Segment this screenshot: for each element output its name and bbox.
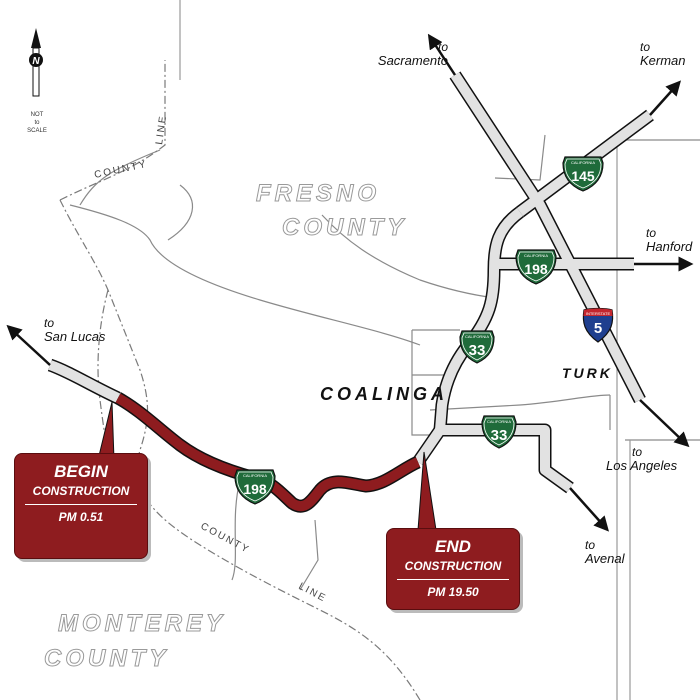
arrow-san-lucas bbox=[6, 324, 51, 366]
shield-i5: INTERSTATE 5 bbox=[582, 307, 614, 343]
shield-number: 145 bbox=[571, 168, 595, 184]
destination-los-angeles: to Los Angeles bbox=[606, 445, 677, 473]
highways-fill bbox=[48, 72, 653, 493]
county-line-label-north-1: COUNTY bbox=[93, 159, 148, 181]
county-line bbox=[59, 60, 421, 700]
begin-title: BEGIN bbox=[54, 462, 108, 481]
shield-number: 5 bbox=[594, 320, 602, 337]
fresno-county-label-1: FRESNO bbox=[255, 180, 381, 208]
sr198-connector bbox=[413, 427, 445, 465]
shield-number: 33 bbox=[469, 342, 486, 359]
scale-note-2: to bbox=[34, 120, 40, 126]
end-postmile: PM 19.50 bbox=[427, 585, 479, 599]
destination-to: to bbox=[585, 538, 596, 552]
county-line-label-south-1: COUNTY bbox=[199, 521, 252, 556]
shield-caption: CALIFORNIA bbox=[571, 160, 595, 165]
county-line-label-south-2: LINE bbox=[297, 581, 329, 605]
destination-san-lucas: to San Lucas bbox=[44, 316, 105, 344]
destination-to: to bbox=[640, 40, 651, 54]
begin-postmile: PM 0.51 bbox=[58, 510, 104, 524]
arrow-sacramento bbox=[427, 33, 457, 76]
shield-caption: CALIFORNIA bbox=[465, 334, 489, 339]
place-label-turk: TURK bbox=[562, 365, 613, 381]
destination-hanford: to Hanford bbox=[646, 226, 692, 254]
end-construction-callout: END CONSTRUCTION PM 19.50 bbox=[386, 528, 520, 610]
destination-name: Hanford bbox=[646, 239, 693, 254]
callout-divider bbox=[25, 504, 137, 505]
monterey-county-label-2: COUNTY bbox=[43, 645, 170, 673]
destination-sacramento: to Sacramento bbox=[366, 40, 448, 68]
destination-avenal: to Avenal bbox=[585, 538, 625, 566]
scale-note-3: SCALE bbox=[27, 128, 47, 134]
arrow-avenal bbox=[569, 487, 610, 532]
destination-kerman: to Kerman bbox=[640, 40, 686, 68]
destination-name: Sacramento bbox=[377, 53, 448, 68]
scale-note-1: NOT bbox=[31, 112, 44, 118]
destination-name: Kerman bbox=[640, 53, 686, 68]
shield-caption: CALIFORNIA bbox=[524, 253, 548, 258]
end-subtitle: CONSTRUCTION bbox=[404, 559, 502, 573]
sr198-west-route bbox=[48, 360, 121, 403]
fresno-county-label-2: COUNTY bbox=[281, 214, 408, 242]
end-title: END bbox=[435, 537, 471, 556]
minor-roads bbox=[69, 134, 700, 591]
county-line-label-north-2: LINE bbox=[154, 114, 169, 145]
shield-number: 33 bbox=[491, 427, 508, 444]
shield-sr198-project: CALIFORNIA 198 bbox=[234, 469, 276, 505]
sr33-route bbox=[435, 207, 524, 431]
shield-sr33-north: CALIFORNIA 33 bbox=[459, 330, 495, 364]
shield-sr198-north: CALIFORNIA 198 bbox=[515, 249, 557, 285]
shield-number: 198 bbox=[243, 481, 267, 497]
destination-name: Avenal bbox=[585, 551, 625, 566]
arrow-kerman bbox=[649, 80, 682, 116]
shield-caption: INTERSTATE bbox=[586, 311, 611, 316]
shield-sr145: CALIFORNIA 145 bbox=[562, 156, 604, 192]
arrow-los-angeles bbox=[639, 399, 690, 448]
direction-arrows bbox=[6, 33, 694, 532]
shield-number: 198 bbox=[524, 261, 548, 277]
destination-to: to bbox=[632, 445, 643, 459]
highways-outline bbox=[47, 71, 654, 494]
destination-to: to bbox=[44, 316, 55, 330]
north-arrow-icon bbox=[29, 28, 43, 97]
monterey-county-label-1: MONTEREY bbox=[57, 610, 227, 638]
project-route bbox=[114, 392, 421, 513]
grid-roads bbox=[179, 0, 631, 700]
north-letter: N bbox=[32, 56, 40, 67]
destination-to: to bbox=[437, 40, 448, 54]
shield-sr33-south: CALIFORNIA 33 bbox=[481, 415, 517, 449]
callout-divider bbox=[397, 579, 509, 580]
destination-to: to bbox=[646, 226, 657, 240]
shield-caption: CALIFORNIA bbox=[243, 473, 267, 478]
begin-pointer bbox=[97, 401, 115, 461]
destination-name: San Lucas bbox=[44, 329, 106, 344]
shield-caption: CALIFORNIA bbox=[487, 419, 511, 424]
city-label-coalinga: COALINGA bbox=[320, 384, 448, 404]
begin-subtitle: CONSTRUCTION bbox=[32, 484, 130, 498]
begin-construction-callout: BEGIN CONSTRUCTION PM 0.51 bbox=[14, 453, 148, 559]
destination-name: Los Angeles bbox=[606, 458, 678, 473]
